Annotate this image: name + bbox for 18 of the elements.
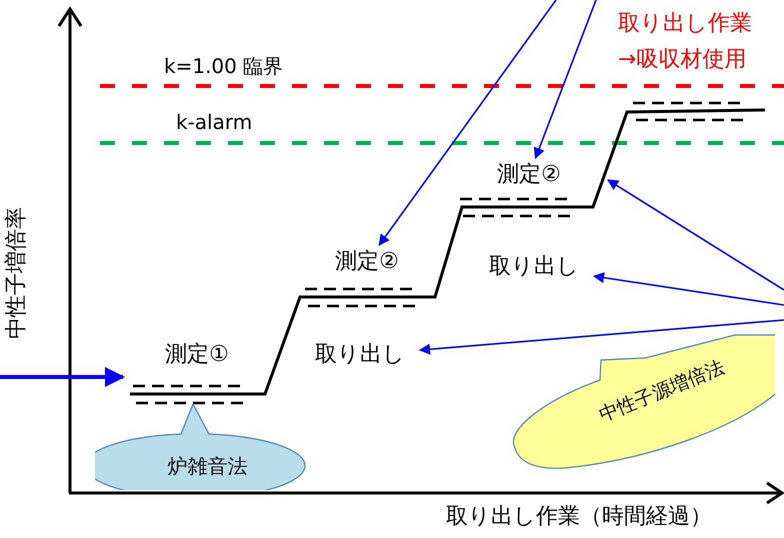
step-label: 取り出し (300, 338, 420, 372)
note-text: 取り出し作業→吸収材使用 (618, 6, 758, 80)
step-label: 取り出し (474, 250, 594, 284)
alarm-label: k-alarm (176, 112, 252, 132)
step-label: 測定② (318, 245, 416, 279)
arrow (607, 179, 784, 291)
arrow (418, 319, 784, 355)
arrow (378, 0, 557, 246)
callout-text: 炉雑音法 (166, 456, 248, 476)
arrow (592, 272, 784, 306)
x-axis-label: 取り出し作業（時間経過） (446, 506, 712, 528)
y-axis-label: 中性子増倍率 (6, 206, 28, 341)
arrow (534, 0, 597, 160)
callout-text: 中性子源増倍法 (595, 354, 729, 428)
step-label: 測定① (148, 338, 246, 372)
critical-label: k=1.00 臨界 (164, 56, 284, 76)
step-label: 測定② (480, 158, 578, 192)
arrow (0, 367, 125, 387)
